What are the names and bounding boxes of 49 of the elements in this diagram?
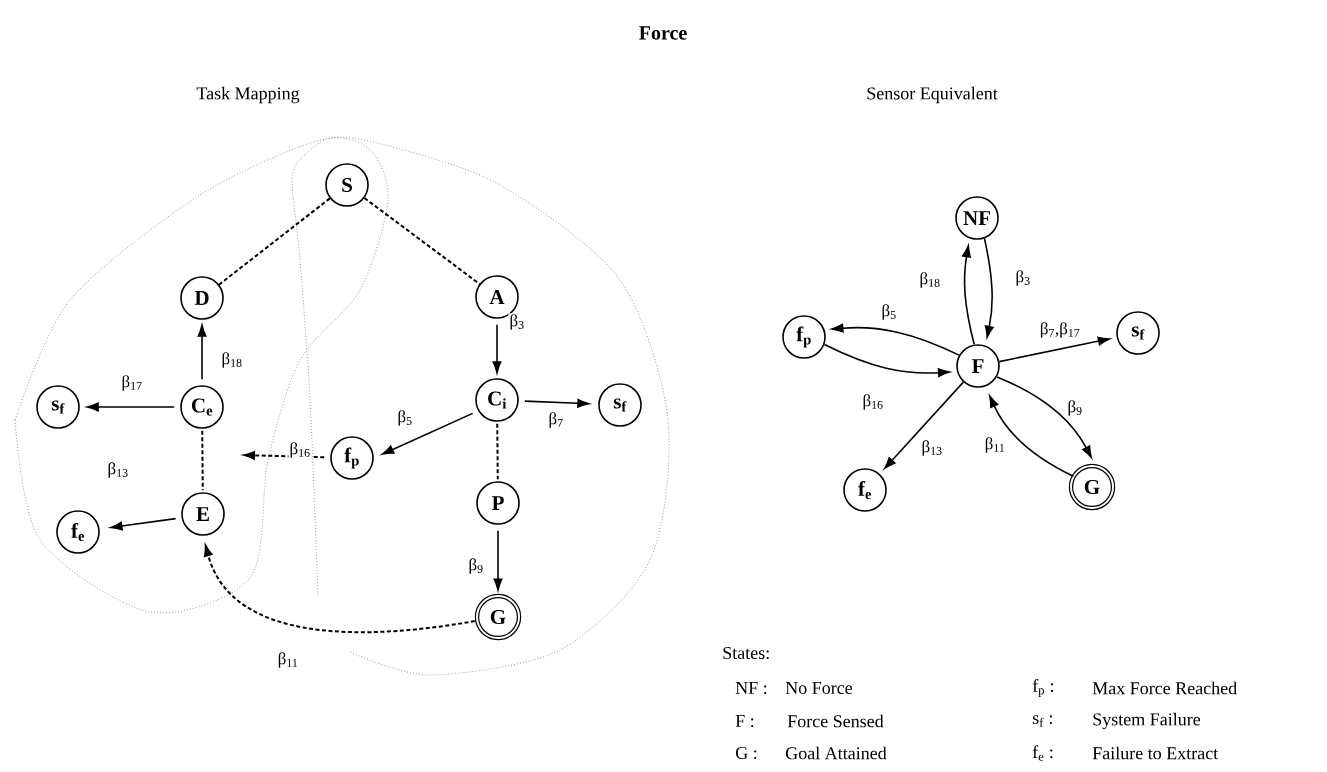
edge-label: β$_{16}$ <box>288 441 312 459</box>
arrow <box>203 545 476 634</box>
legend-text: s$_{f}$ : <box>1032 715 1052 727</box>
arrow <box>996 376 1092 458</box>
title: Force <box>639 26 687 40</box>
edge-label: β$_{9}$ <box>467 557 485 575</box>
legend-text: Max Force Reached <box>1092 681 1237 695</box>
legend-text: f$_{p}$ : <box>1032 679 1054 697</box>
subtitle: Sensor Equivalent <box>867 86 998 104</box>
edge-label: β$_{5}$ <box>880 303 898 321</box>
arrow <box>492 324 502 374</box>
legend-text: F : <box>735 715 754 728</box>
legend-text: Failure to Extract <box>1092 746 1219 760</box>
legend-text: System Failure <box>1093 712 1201 730</box>
edge-label: β$_{11}$ <box>276 651 300 669</box>
legend-text: NF : <box>735 682 767 695</box>
edge-label: β$_{18}$ <box>918 271 942 289</box>
arrow <box>998 336 1110 363</box>
edge-label: β$_{17}$ <box>120 374 144 392</box>
legend-text: Goal Attained <box>785 746 887 760</box>
arrow <box>989 395 1075 477</box>
arrow <box>197 324 207 380</box>
edge-label: β$_{3}$ <box>1014 269 1032 287</box>
edge-label: β$_{5}$ <box>396 409 414 427</box>
arrow <box>110 517 177 531</box>
edge-label: β$_{11}$ <box>983 436 1007 454</box>
legend-text: G : <box>735 746 757 760</box>
arrow <box>243 451 326 460</box>
subtitle: Task Mapping <box>196 86 300 104</box>
legend-text: f$_{e}$ : <box>1032 745 1053 761</box>
arrow <box>823 343 951 378</box>
edge-label: β$_{9}$ <box>1066 399 1084 417</box>
arrow <box>86 402 175 412</box>
edge-label: β$_{13}$ <box>920 439 944 457</box>
arrow <box>884 381 965 469</box>
arrow <box>831 323 960 356</box>
edge-label: β$_{18}$ <box>220 351 244 369</box>
legend-text: Force Sensed <box>787 714 884 728</box>
edge-label: β$_{13}$ <box>106 461 130 479</box>
legend-text: States: <box>723 646 769 660</box>
edge-label: β$_{16}$ <box>861 393 885 411</box>
arrow <box>381 412 474 455</box>
edge-label: β$_{7}$ <box>547 411 565 429</box>
legend-text: No Force <box>785 682 853 694</box>
arrow <box>493 530 503 591</box>
edge-label: β$_{3}$ <box>508 313 526 331</box>
edge-label: β$_{7}$,β$_{17}$ <box>1038 321 1082 339</box>
arrow <box>524 398 590 408</box>
arrow <box>962 245 976 346</box>
